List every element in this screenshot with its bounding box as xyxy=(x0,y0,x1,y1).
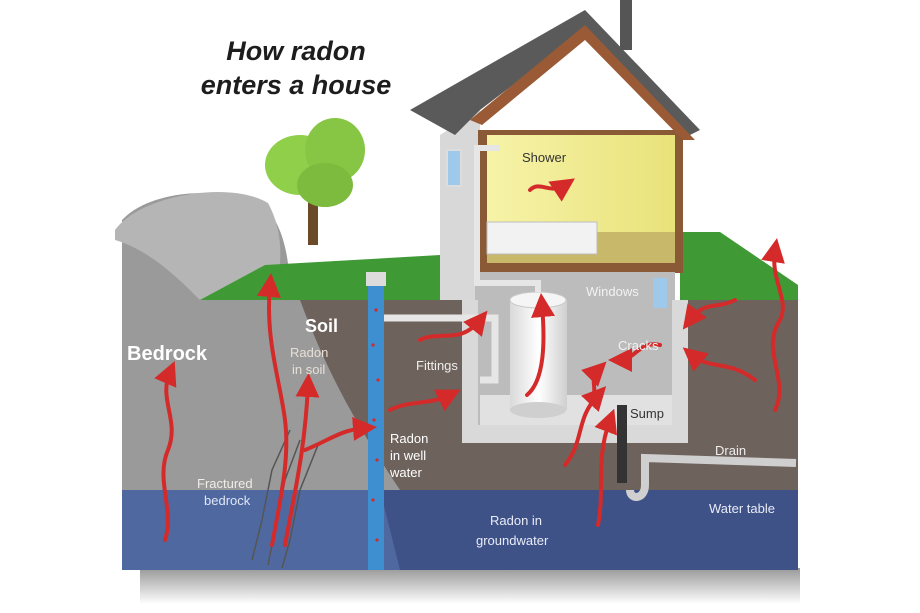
water-tank-bottom xyxy=(510,402,566,418)
tree-trunk xyxy=(308,190,318,245)
label-radon-in-soil-2: in soil xyxy=(292,362,325,377)
label-soil: Soil xyxy=(305,316,338,336)
radon-arrow-soil-2 xyxy=(283,373,320,547)
title-line-1: How radon xyxy=(226,36,366,66)
roof xyxy=(410,10,700,135)
label-shower: Shower xyxy=(522,150,567,165)
water-tank xyxy=(510,300,567,410)
label-drain: Drain xyxy=(715,443,746,458)
radon-arrow-to-well xyxy=(303,416,377,452)
house-window xyxy=(446,149,462,187)
radon-arrow-floor xyxy=(581,361,607,402)
well-cap xyxy=(366,272,386,286)
label-radon-well-2: in well xyxy=(390,448,426,463)
radon-arrow-tank xyxy=(525,293,555,397)
diagram-title: How radon enters a house xyxy=(176,34,416,102)
label-windows: Windows xyxy=(586,284,639,299)
groundwater-right xyxy=(380,490,798,570)
radon-arrow-sump-2 xyxy=(594,408,618,527)
drain-pipe xyxy=(626,453,797,501)
label-fractured-2: bedrock xyxy=(204,493,251,508)
radon-arrow-sump-1 xyxy=(563,386,607,467)
radon-arrow-right xyxy=(761,238,785,412)
well-to-tank-pipe xyxy=(384,314,499,384)
label-fittings: Fittings xyxy=(416,358,458,373)
basement-window xyxy=(653,278,667,308)
radon-arrow-bedrock xyxy=(154,360,177,542)
radon-arrow-cracks-1 xyxy=(682,347,757,382)
label-groundwater-2: groundwater xyxy=(476,533,549,548)
radon-arrow-fittings-2 xyxy=(418,310,488,342)
water-tank-top xyxy=(509,291,567,309)
well-pipe xyxy=(368,280,384,570)
radon-arrow-cracks-2 xyxy=(608,342,662,372)
label-radon-well-3: water xyxy=(389,465,422,480)
roof-trim xyxy=(470,25,695,140)
ground-shadow xyxy=(140,568,800,604)
basement-wall-right xyxy=(672,300,688,440)
radon-arrow-shower xyxy=(528,178,575,202)
radon-arrow-fittings xyxy=(388,389,461,412)
label-sump: Sump xyxy=(630,406,664,421)
bathtub xyxy=(486,221,598,255)
tree-foliage xyxy=(265,118,365,207)
label-cracks: Cracks xyxy=(618,338,659,353)
label-water-table: Water table xyxy=(709,501,775,516)
radon-arrow-soil-1 xyxy=(256,273,289,547)
floor-beam xyxy=(478,263,683,273)
bedrock-groundwater xyxy=(122,490,415,570)
sump-pump xyxy=(617,405,627,483)
radon-arrow-windows xyxy=(682,298,737,330)
label-bedrock: Bedrock xyxy=(127,343,208,365)
basement-footing xyxy=(462,425,688,443)
shower-pipe xyxy=(474,145,541,292)
label-groundwater-1: Radon in xyxy=(490,513,542,528)
radon-arrows xyxy=(154,178,785,547)
label-fractured-1: Fractured xyxy=(197,476,253,491)
grass-right xyxy=(680,232,798,300)
label-radon-well-1: Radon xyxy=(390,431,428,446)
label-radon-in-soil-1: Radon xyxy=(290,345,328,360)
well-bubbles xyxy=(371,308,380,542)
title-line-2: enters a house xyxy=(200,70,392,100)
chimney xyxy=(620,0,632,50)
bedrock-hill-top xyxy=(115,191,281,300)
